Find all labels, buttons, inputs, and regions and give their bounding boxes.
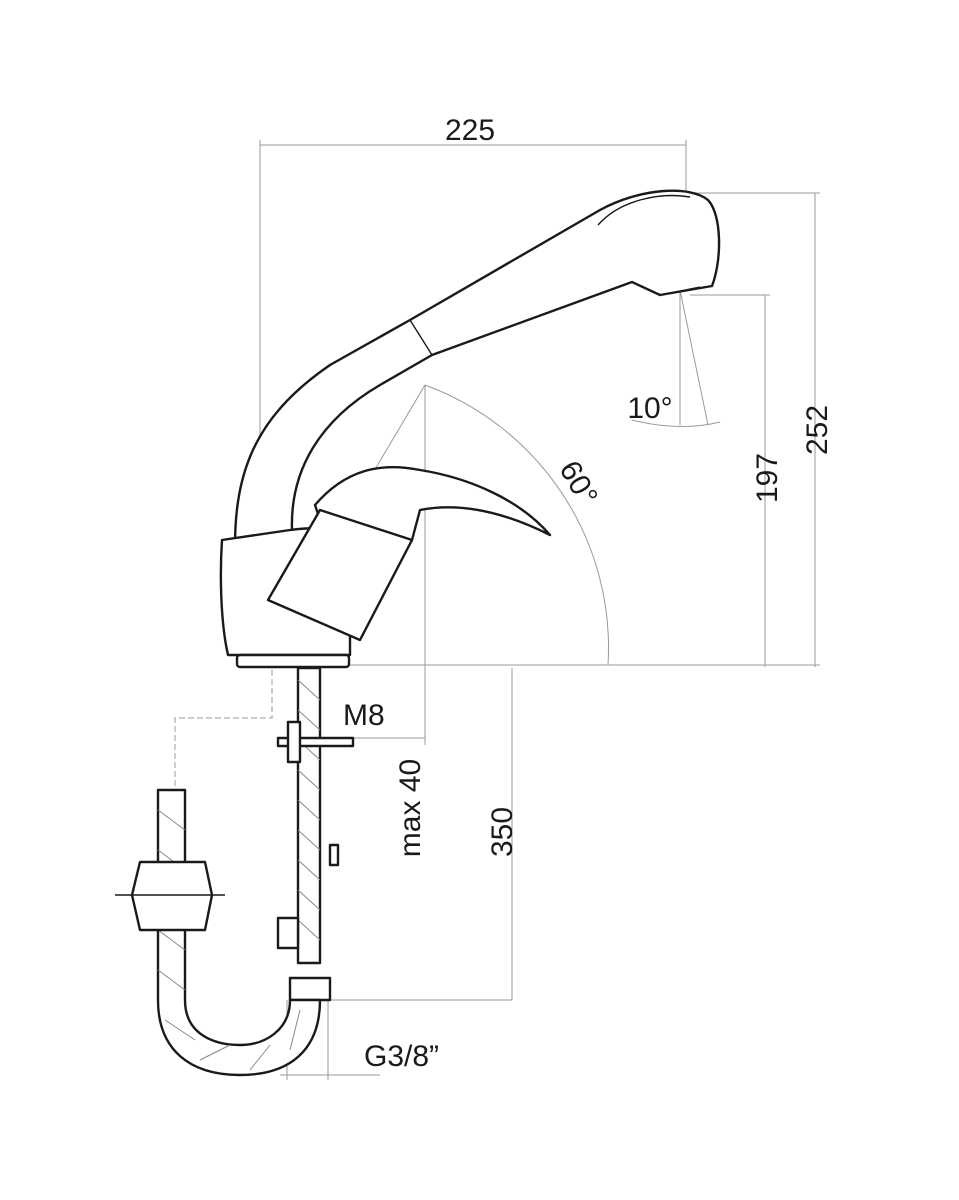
max-thickness-label: max 40 — [394, 759, 427, 857]
connector-left — [276, 916, 300, 950]
lever-base — [266, 508, 414, 642]
spray-angle-label: 10° — [627, 392, 672, 425]
mounting-nut — [286, 720, 302, 764]
spout-height-label: 197 — [751, 453, 784, 503]
spout — [233, 189, 721, 577]
spray-angle-ray — [679, 289, 709, 426]
connection-label: G3/8” — [364, 1040, 439, 1073]
lever-angle-label: 60° — [553, 455, 604, 511]
connection-nut — [288, 976, 332, 1002]
lever-handle — [313, 465, 552, 542]
spray-angle-arc — [631, 419, 721, 427]
mounting-plate — [276, 736, 355, 748]
spray-outlet — [659, 286, 701, 296]
faucet-body — [219, 189, 721, 669]
threaded-rod-nut — [328, 843, 340, 867]
hose-clamp — [130, 860, 214, 932]
thread-label: M8 — [343, 699, 385, 732]
width-label: 225 — [445, 114, 495, 147]
lever-angle-arc — [424, 384, 610, 666]
spray-head-button — [597, 194, 691, 226]
supply-pipes — [296, 666, 322, 965]
pipe-braid — [297, 679, 321, 941]
base-plate — [235, 653, 351, 669]
mounting-assembly — [115, 666, 355, 1077]
total-height-label: 252 — [801, 405, 834, 455]
hose-length-label: 350 — [486, 807, 519, 857]
hose-center-line — [174, 670, 273, 800]
braided-hose — [156, 788, 322, 1077]
spout-joint — [409, 319, 433, 356]
